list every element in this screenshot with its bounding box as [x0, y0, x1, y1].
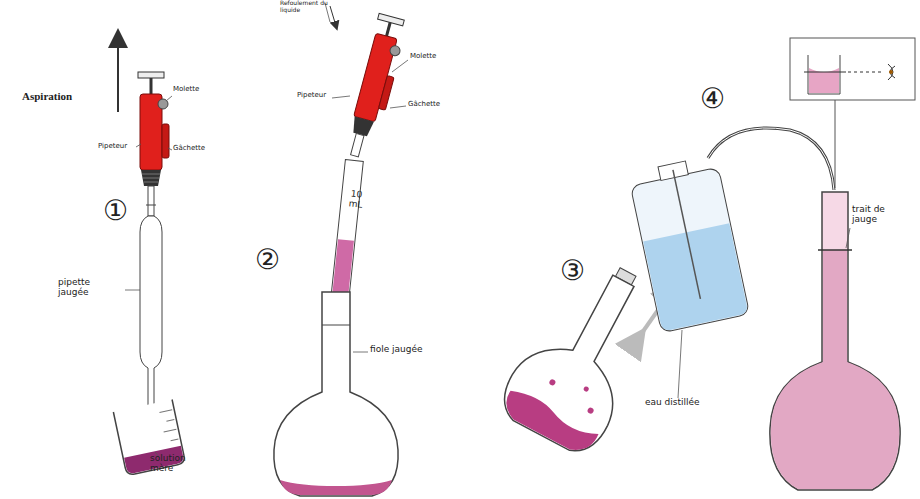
part-label: Pipeteur — [98, 143, 127, 151]
callout-number: ③ — [560, 256, 585, 287]
volume-mark: 10 mL — [345, 189, 367, 211]
callout-number: ① — [103, 196, 128, 227]
part-label: Gâchette — [408, 101, 440, 109]
callout-number: ② — [255, 245, 280, 276]
part-label: eau distillée — [645, 398, 703, 408]
process-label: Aspiration — [22, 90, 72, 102]
part-label: Molette — [410, 53, 436, 61]
part-label: solution mère — [150, 454, 200, 474]
part-label: pipette jaugée — [58, 278, 120, 298]
scene-fill — [628, 38, 915, 490]
part-label: fiole jaugée — [370, 345, 430, 355]
part-label: trait de jauge — [852, 205, 912, 225]
scene-aspiration — [113, 38, 185, 476]
scene-shake — [494, 247, 676, 461]
part-label: Gâchette — [173, 145, 205, 153]
callout-number: ④ — [700, 84, 725, 115]
part-label: Molette — [173, 86, 199, 94]
part-label: Pipeteur — [297, 92, 326, 100]
scene-transfer — [274, 3, 409, 496]
action-label: Refoulement du liquide — [280, 0, 342, 13]
